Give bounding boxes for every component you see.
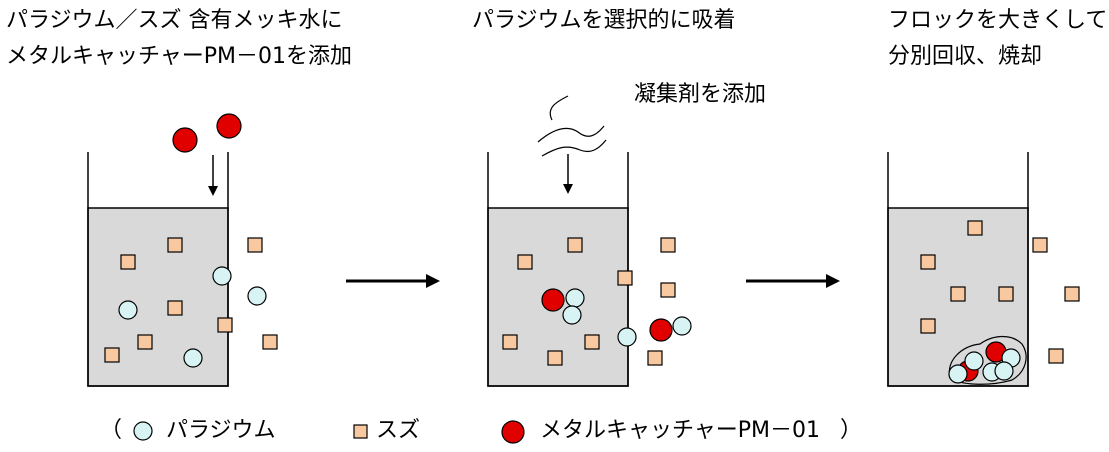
step1-tin-square [104, 347, 120, 363]
step3-caption-line2: 分別回収、焼却 [888, 44, 1043, 69]
step1-tin-square [262, 334, 278, 350]
legend-palladium-label: パラジウム [166, 418, 276, 443]
step2-palladium-circle [672, 316, 692, 336]
step2-tin-square [567, 237, 583, 253]
step3-tin-square [1032, 237, 1048, 253]
legend-close-paren: ） [840, 418, 863, 443]
legend-palladium-icon [133, 421, 153, 441]
step1-caption-line1: パラジウム／スズ 含有メッキ水に [6, 8, 343, 33]
step3-tin-square [950, 286, 966, 302]
step1-catcher-drop [172, 127, 198, 153]
step1-caption-line2: メタルキャッチャーPM－01を添加 [6, 44, 353, 69]
step2-palladium-circle [562, 305, 582, 325]
step2-palladium-circle [617, 327, 637, 347]
step3-tin-square [1048, 348, 1064, 364]
process-arrow-2-head [826, 274, 840, 288]
step3-palladium-circle [948, 364, 968, 384]
step1-tin-square [217, 317, 233, 333]
step2-tin-square [660, 282, 676, 298]
step2-tin-square [647, 350, 663, 366]
step1-palladium-circle [118, 300, 138, 320]
step1-palladium-circle [183, 348, 203, 368]
step1-tin-square [247, 237, 263, 253]
step3-tin-square [998, 286, 1014, 302]
step2-tin-square [502, 334, 518, 350]
step2-tin-square [547, 350, 563, 366]
step2-tin-square [584, 334, 600, 350]
step1-tin-square [167, 300, 183, 316]
process-arrow-1-head [426, 274, 440, 288]
coagulant-squiggle [541, 139, 607, 157]
step1-catcher-drop [216, 113, 242, 139]
step1-tin-square [137, 334, 153, 350]
legend-catcher-label: メタルキャッチャーPM－01 [540, 418, 821, 443]
step2-catcher-sphere [541, 288, 565, 312]
step2-palladium-circle [565, 288, 585, 308]
down-arrow-1-head [208, 186, 218, 196]
step3-caption-line1: フロックを大きくして [888, 8, 1108, 33]
step2-caption: パラジウムを選択的に吸着 [472, 8, 736, 33]
step3-tin-square [967, 220, 983, 236]
step2-tin-square [517, 254, 533, 270]
legend-tin-label: スズ [376, 418, 421, 443]
step2-tin-square [617, 270, 633, 286]
step1-palladium-circle [212, 266, 232, 286]
coagulant-squiggle [537, 125, 605, 143]
floc-outline [948, 335, 1027, 385]
legend-tin-icon [353, 424, 368, 439]
step2-annotation: 凝集剤を添加 [634, 82, 767, 107]
step1-tin-square [167, 237, 183, 253]
step3-tin-square [920, 254, 936, 270]
step3-tin-square [1064, 286, 1080, 302]
step3-palladium-circle [964, 351, 984, 371]
step2-tin-square [660, 237, 676, 253]
legend-open-paren: （ [100, 418, 123, 443]
step1-palladium-circle [247, 286, 267, 306]
coagulant-squiggle [549, 95, 569, 121]
step2-catcher-sphere [649, 318, 673, 342]
step1-tin-square [120, 254, 136, 270]
legend-catcher-icon [501, 420, 525, 444]
beaker-2-wall [487, 152, 629, 387]
step3-palladium-circle [994, 361, 1014, 381]
beaker-3-wall [887, 152, 1029, 387]
step3-tin-square [920, 318, 936, 334]
down-arrow-2-head [563, 184, 573, 194]
